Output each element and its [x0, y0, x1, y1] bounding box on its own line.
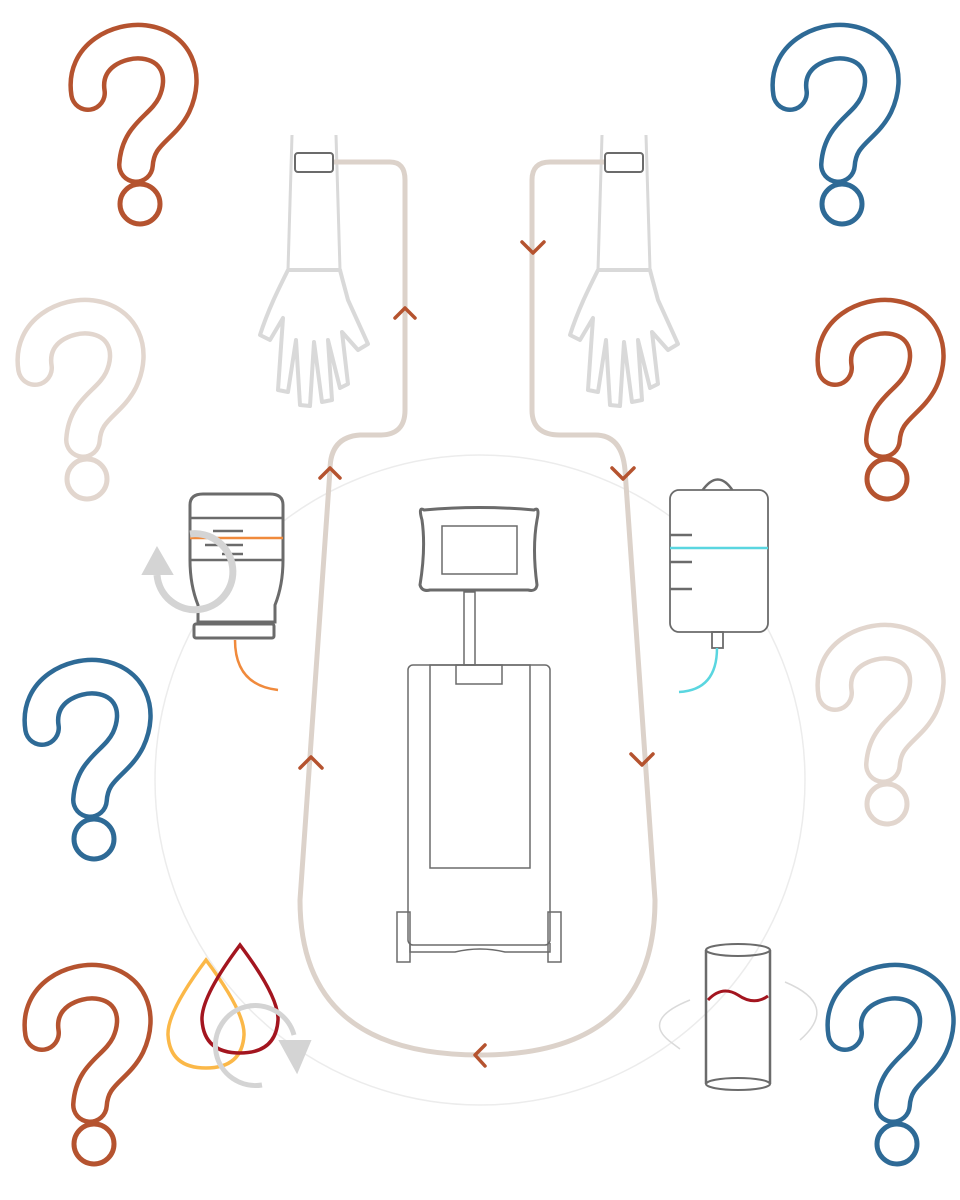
question-mark-icon — [87, 42, 179, 224]
question-mark-icon — [834, 642, 926, 824]
question-mark-icon — [834, 317, 926, 499]
chevron-up-icon — [298, 755, 324, 770]
chevron-down-icon — [629, 752, 655, 767]
chevron-up-icon — [393, 306, 417, 320]
chevron-down-icon — [520, 240, 546, 255]
question-mark-icon — [41, 982, 133, 1164]
rotate-arrow-icon — [212, 1003, 312, 1089]
cannula-connector — [604, 152, 644, 173]
cylinder-icon — [659, 943, 818, 1091]
question-mark-icon — [34, 317, 126, 499]
cannula-connector — [294, 152, 334, 173]
bottle-icon — [188, 492, 285, 692]
hand-icon — [568, 133, 680, 408]
chevron-up-icon — [318, 466, 342, 480]
question-mark-icon — [789, 42, 881, 224]
question-mark-icon — [41, 677, 133, 859]
cycle-circle — [154, 454, 806, 1106]
hand-icon — [258, 133, 370, 408]
question-mark-icon — [844, 982, 936, 1164]
tubing-circuit — [297, 159, 658, 1058]
chevron-down-icon — [610, 466, 636, 481]
chevron-left-icon — [473, 1043, 487, 1068]
rotate-arrow-icon — [141, 530, 237, 614]
fluid-bag-icon — [669, 478, 769, 694]
machine-cart-icon — [396, 506, 562, 963]
blood-drop-icon — [166, 942, 280, 1070]
